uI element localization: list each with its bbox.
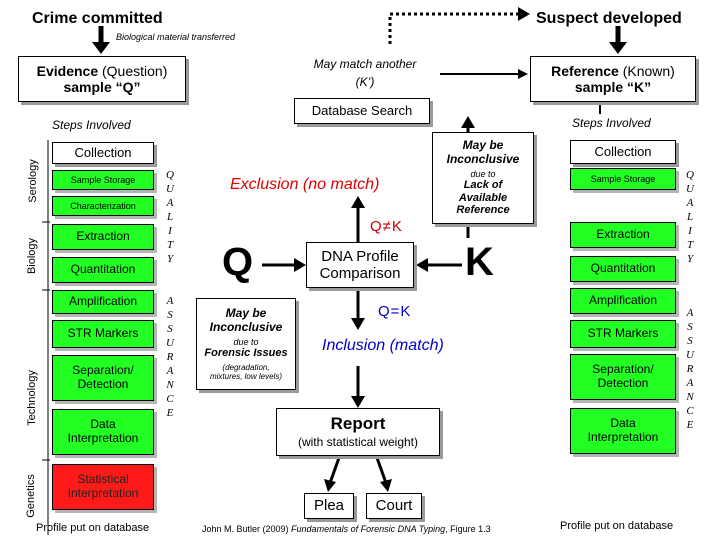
- evidence-title: Evidence: [36, 62, 99, 79]
- right-str-markers-box: STR Markers: [570, 320, 676, 348]
- inconclusive-left-reason: Forensic Issues: [204, 346, 288, 359]
- right-sample-storage-box: Sample Storage: [570, 168, 676, 190]
- inconclusive-forensic-box: May be Inconclusive due to Forensic Issu…: [196, 298, 296, 390]
- q-eq-k-label: Q=K: [378, 303, 412, 320]
- left-data-interp-line1: Data: [90, 417, 116, 432]
- q-neq-k-label: Q≠K: [370, 218, 403, 235]
- may-match-text: May match another (K’): [300, 55, 430, 91]
- court-box: Court: [366, 493, 422, 519]
- right-data-interp-line2: Interpretation: [587, 430, 659, 444]
- left-stat-interp-box: Statistical Interpretation: [52, 464, 154, 510]
- biology-label: Biology: [26, 237, 38, 275]
- right-amplification-box: Amplification: [570, 288, 676, 314]
- left-characterization-box: Characterization: [52, 196, 154, 216]
- left-stat-interp-line1: Statistical: [77, 472, 129, 487]
- right-footer: Profile put on database: [560, 520, 674, 532]
- reference-box: Reference (Known) sample “K”: [530, 56, 696, 102]
- left-stat-interp-line2: Interpretation: [67, 486, 139, 500]
- may-match-line2: (K’): [355, 75, 375, 89]
- right-steps-label: Steps Involved: [572, 116, 651, 130]
- inconclusive-left-line2: Inconclusive: [209, 319, 283, 334]
- right-separation-box: Separation/ Detection: [570, 354, 676, 400]
- inconclusive-left-line1: May be: [225, 306, 267, 321]
- inconclusive-right-reason1: Lack of: [463, 179, 503, 191]
- left-amplification-box: Amplification: [52, 290, 154, 314]
- inconclusive-right-reason2: Available: [458, 191, 508, 204]
- right-collection-box: Collection: [570, 140, 676, 164]
- left-extraction-box: Extraction: [52, 224, 154, 250]
- citation-suffix: , Figure 1.3: [445, 524, 491, 534]
- serology-label: Serology: [27, 159, 39, 203]
- left-footer: Profile put on database: [36, 522, 150, 534]
- report-box: Report (with statistical weight): [276, 408, 440, 456]
- report-subtitle: (with statistical weight): [297, 434, 419, 449]
- reference-sample-k: sample “K”: [574, 79, 652, 95]
- database-search-box: Database Search: [294, 98, 430, 124]
- left-sample-storage-box: Sample Storage: [52, 170, 154, 190]
- right-separation-line2: Detection: [597, 376, 649, 390]
- crime-committed-label: Crime committed: [32, 10, 163, 27]
- right-separation-line1: Separation/: [592, 362, 654, 377]
- reference-title: Reference: [551, 62, 619, 79]
- exclusion-label: Exclusion (no match): [230, 176, 380, 193]
- citation-book: Fundamentals of Forensic DNA Typing: [291, 524, 446, 534]
- citation-prefix: John M. Butler (2009): [202, 524, 292, 534]
- right-data-interp-box: Data Interpretation: [570, 408, 676, 454]
- dna-comparison-box: DNA Profile Comparison: [306, 242, 414, 288]
- left-data-interp-line2: Interpretation: [67, 431, 139, 445]
- inconclusive-right-line2: Inconclusive: [446, 151, 520, 166]
- right-extraction-box: Extraction: [570, 222, 676, 248]
- inconclusive-left-due-to: due to: [233, 336, 259, 347]
- inconclusive-right-line1: May be: [462, 138, 504, 153]
- left-separation-line2: Detection: [77, 377, 129, 391]
- citation: John M. Butler (2009) Fundamentals of Fo…: [202, 524, 491, 534]
- dna-comparison-line2: Comparison: [319, 265, 401, 282]
- bio-transfer-label: Biological material transferred: [116, 32, 236, 42]
- right-data-interp-line1: Data: [610, 416, 636, 431]
- genetics-label: Genetics: [25, 474, 37, 518]
- left-steps-label: Steps Involved: [52, 118, 131, 132]
- left-collection-box: Collection: [52, 142, 154, 164]
- q-letter: Q: [222, 240, 254, 284]
- may-match-line1: May match another: [313, 57, 417, 71]
- inconclusive-reference-box: May be Inconclusive due to Lack of Avail…: [432, 132, 534, 224]
- inconclusive-right-due-to: due to: [470, 168, 496, 179]
- technology-label: Technology: [26, 370, 38, 426]
- reference-subtitle: (Known): [618, 62, 675, 79]
- dna-comparison-line1: DNA Profile: [321, 247, 399, 265]
- left-str-markers-box: STR Markers: [52, 320, 154, 348]
- evidence-box: Evidence (Question) sample “Q”: [18, 56, 186, 102]
- inclusion-label: Inclusion (match): [322, 337, 444, 354]
- dashed-link: [388, 12, 520, 44]
- evidence-sample-q: sample “Q”: [63, 79, 141, 95]
- left-data-interp-box: Data Interpretation: [52, 409, 154, 455]
- inconclusive-right-reason3: Reference: [456, 204, 510, 217]
- right-quantitation-box: Quantitation: [570, 256, 676, 282]
- k-letter: K: [465, 240, 494, 284]
- plea-box: Plea: [304, 493, 354, 519]
- inconclusive-left-detail2: mixtures, low levels): [209, 371, 282, 381]
- evidence-subtitle: (Question): [98, 62, 168, 79]
- inconclusive-left-detail1: (degradation,: [222, 362, 270, 372]
- left-separation-line1: Separation/: [72, 363, 134, 378]
- left-separation-box: Separation/ Detection: [52, 355, 154, 401]
- left-quantitation-box: Quantitation: [52, 257, 154, 283]
- suspect-developed-label: Suspect developed: [536, 10, 682, 27]
- report-title: Report: [330, 414, 386, 434]
